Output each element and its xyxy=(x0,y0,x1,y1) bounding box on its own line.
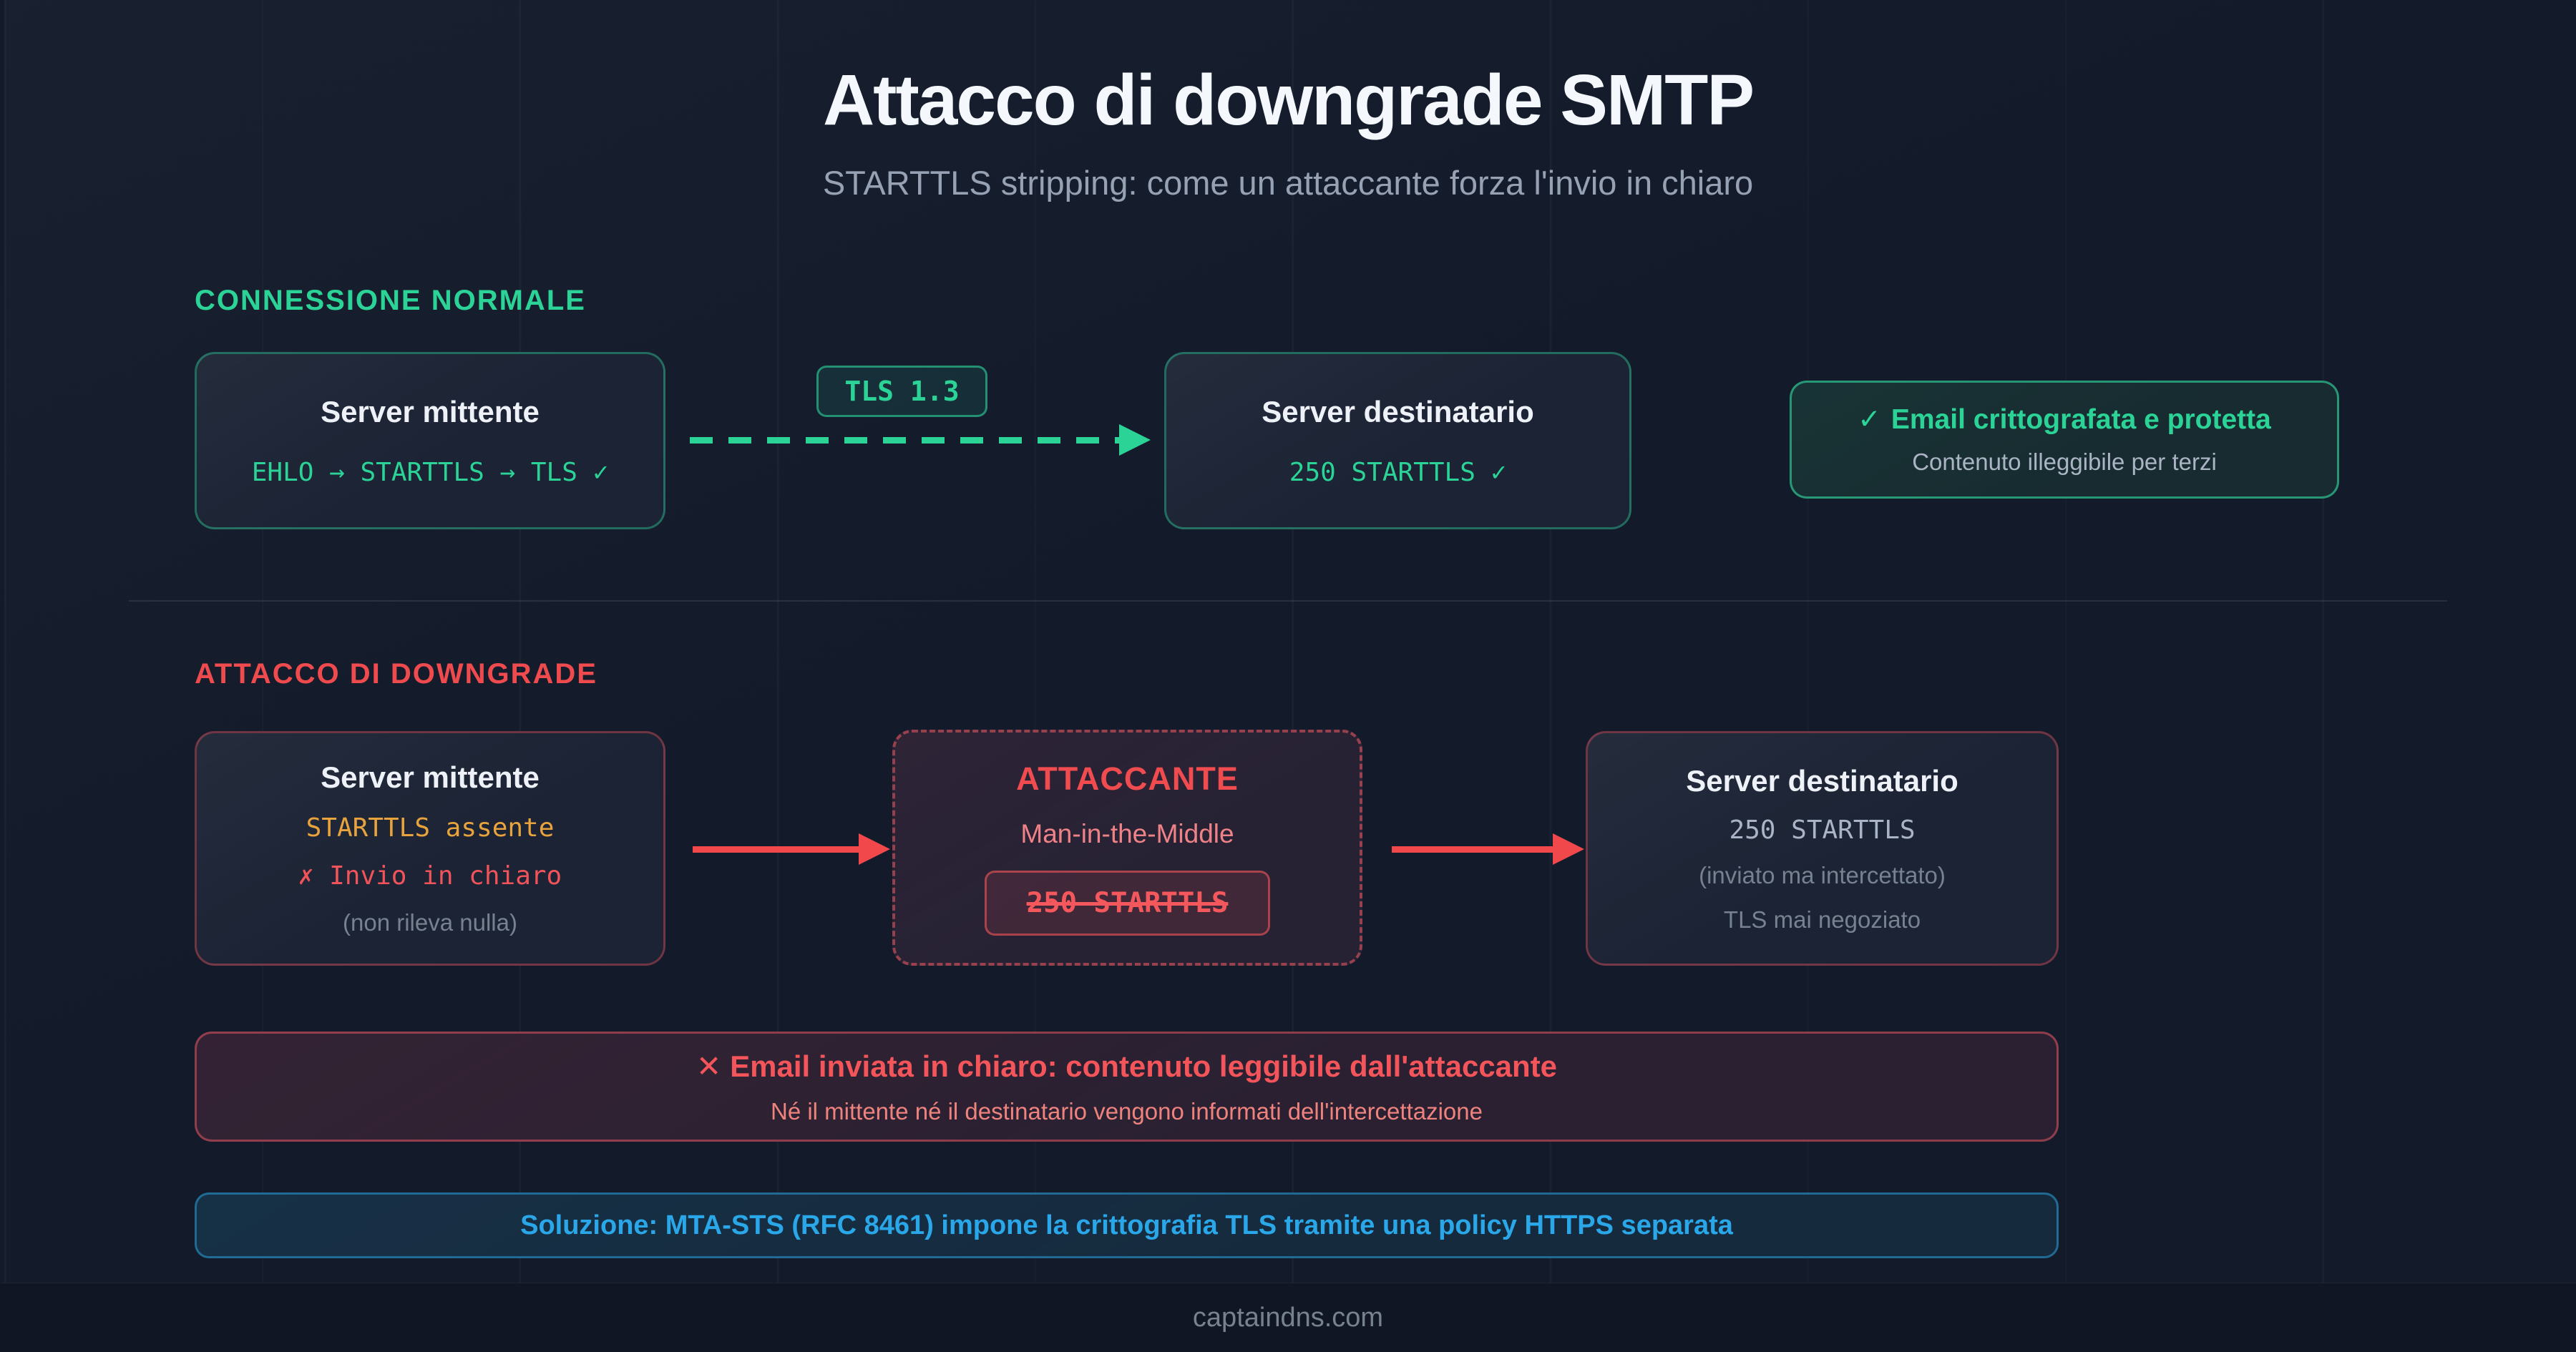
normal-result-title-text: Email crittografata e protetta xyxy=(1890,404,2271,435)
page-title: Attacco di downgrade SMTP xyxy=(822,60,1755,140)
normal-result-title: ✓ Email crittografata e protetta xyxy=(1858,403,2271,436)
attack-receiver-title: Server destinatario xyxy=(1686,763,1958,798)
normal-section-label: CONNESSIONE NORMALE xyxy=(195,285,586,316)
normal-sender-box: Server mittente EHLO → STARTTLS → TLS ✓ xyxy=(195,352,665,529)
attack-arrow-1 xyxy=(693,846,860,853)
attack-receiver-box: Server destinatario 250 STARTTLS (inviat… xyxy=(1586,731,2059,966)
attack-sender-line2: ✗ Invio in chiaro xyxy=(298,861,562,891)
stripped-command-chip: 250 STARTTLS xyxy=(984,870,1271,936)
attack-receiver-line3: TLS mai negoziato xyxy=(1723,906,1921,933)
normal-receiver-box: Server destinatario 250 STARTTLS ✓ xyxy=(1164,352,1631,529)
attack-sender-box: Server mittente STARTTLS assente ✗ Invio… xyxy=(195,731,665,966)
cross-icon: ✕ xyxy=(696,1049,722,1083)
attack-section-label: ATTACCO DI DOWNGRADE xyxy=(195,658,597,690)
attack-arrow-1-arrowhead-icon xyxy=(859,833,890,865)
normal-result-subtitle: Contenuto illeggibile per terzi xyxy=(1912,449,2217,475)
warning-title: ✕Email inviata in chiaro: contenuto legg… xyxy=(696,1049,1557,1084)
attack-receiver-line2: (inviato ma intercettato) xyxy=(1699,861,1946,888)
check-icon: ✓ xyxy=(1858,404,1881,435)
normal-receiver-title: Server destinatario xyxy=(1262,394,1534,428)
encrypted-connection-arrow xyxy=(690,437,1121,444)
warning-banner: ✕Email inviata in chiaro: contenuto legg… xyxy=(195,1032,2059,1142)
attack-arrow-2 xyxy=(1392,846,1554,853)
normal-receiver-protocol-line: 250 STARTTLS ✓ xyxy=(1289,457,1507,487)
page-subtitle: STARTTLS stripping: come un attaccante f… xyxy=(822,164,1754,202)
attack-arrow-2-arrowhead-icon xyxy=(1553,833,1584,865)
normal-sender-title: Server mittente xyxy=(321,394,540,428)
attack-sender-line3: (non rileva nulla) xyxy=(343,909,517,936)
section-divider xyxy=(129,600,2447,602)
tls-version-badge: TLS 1.3 xyxy=(816,366,987,417)
warning-subtitle: Né il mittente né il destinatario vengon… xyxy=(770,1097,1483,1125)
attack-sender-line1: STARTTLS assente xyxy=(306,813,555,843)
warning-title-text: Email inviata in chiaro: contenuto leggi… xyxy=(730,1049,1558,1083)
normal-result-box: ✓ Email crittografata e protetta Contenut… xyxy=(1790,381,2339,499)
attacker-title: ATTACCANTE xyxy=(1016,760,1239,797)
footer: captaindns.com xyxy=(0,1283,2576,1352)
normal-sender-protocol-line: EHLO → STARTTLS → TLS ✓ xyxy=(251,457,609,487)
attack-sender-title: Server mittente xyxy=(321,760,540,794)
footer-site-name: captaindns.com xyxy=(1192,1303,1384,1333)
attacker-box: ATTACCANTE Man-in-the-Middle 250 STARTTL… xyxy=(892,730,1362,966)
attack-receiver-line1: 250 STARTTLS xyxy=(1729,815,1916,845)
encrypted-connection-arrowhead-icon xyxy=(1119,424,1151,456)
attacker-subtitle: Man-in-the-Middle xyxy=(1020,818,1234,848)
solution-banner: Soluzione: MTA-STS (RFC 8461) impone la … xyxy=(195,1192,2059,1258)
